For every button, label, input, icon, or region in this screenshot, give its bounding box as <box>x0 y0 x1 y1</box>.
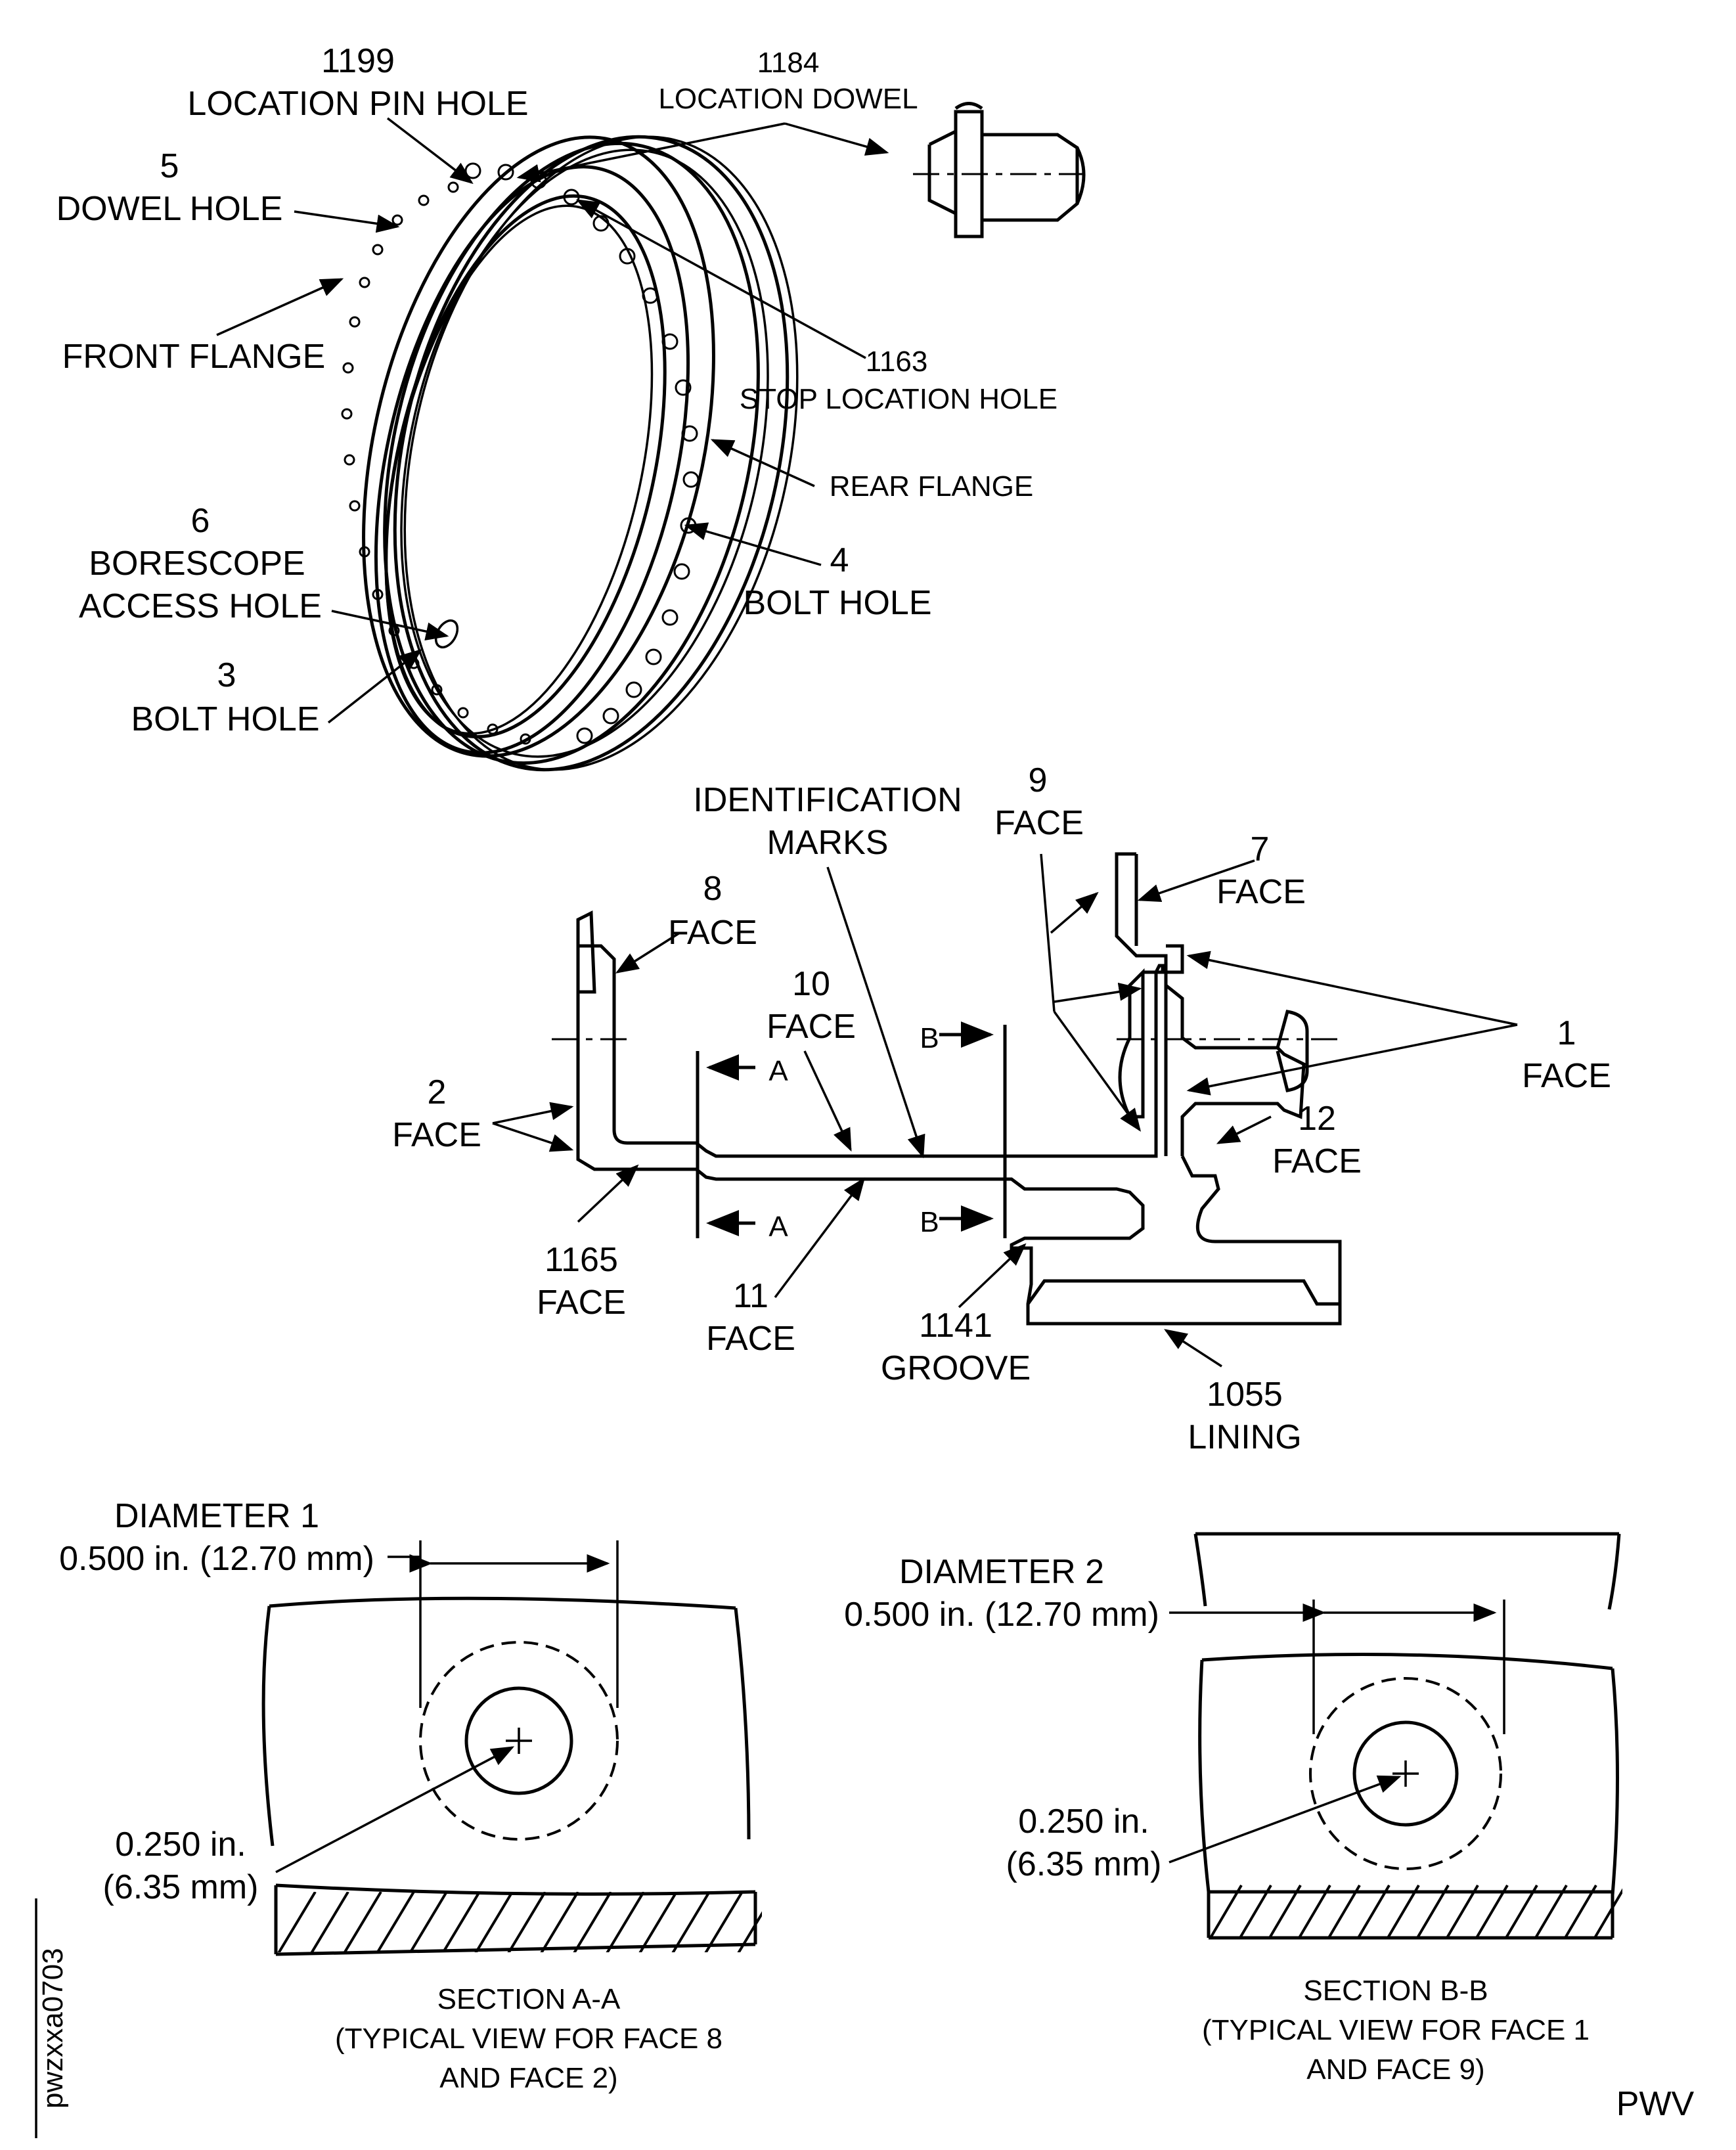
section-bb-subtitle2: AND FACE 9) <box>1306 2053 1484 2086</box>
callout-4-label: BOLT HOLE <box>743 584 931 622</box>
callout-9-number: 9 <box>1029 761 1048 799</box>
radius-a-line2: (6.35 mm) <box>103 1868 259 1906</box>
callout-1055-number: 1055 <box>1207 1376 1283 1414</box>
callout-1163-label: STOP LOCATION HOLE <box>740 383 1057 415</box>
callout-11-label: FACE <box>706 1320 795 1358</box>
profile-leaders <box>492 853 1518 1368</box>
diameter-1-label: DIAMETER 1 <box>114 1497 319 1535</box>
callout-6-number: 6 <box>191 502 210 540</box>
ring-leaders <box>216 117 889 724</box>
rear-flange-bolt-holes <box>464 162 700 744</box>
section-aa-title: SECTION A-A <box>437 1983 621 2015</box>
corner-mark: PWV <box>1616 2085 1695 2123</box>
callout-7-label: FACE <box>1216 873 1306 911</box>
callout-1163-number: 1163 <box>866 346 928 378</box>
diameter-2-label: DIAMETER 2 <box>899 1553 1104 1591</box>
callout-12-label: FACE <box>1272 1142 1362 1180</box>
callout-1165-label: FACE <box>537 1284 626 1322</box>
identification-marks-line2: MARKS <box>767 824 889 862</box>
section-b-b-drawing <box>1168 1532 1622 1940</box>
callout-12-number: 12 <box>1298 1100 1336 1138</box>
callout-10-number: 10 <box>792 965 830 1003</box>
ring-labels: 1199 LOCATION PIN HOLE 1184 LOCATION DOW… <box>56 42 1057 738</box>
callout-3-label: BOLT HOLE <box>131 700 319 738</box>
callout-8-number: 8 <box>703 870 723 908</box>
radius-b-line2: (6.35 mm) <box>1006 1845 1162 1883</box>
callout-6-label-line2: ACCESS HOLE <box>79 587 322 625</box>
flange-profile-drawing <box>552 852 1343 1326</box>
callout-2-label: FACE <box>392 1116 481 1154</box>
front-flange-label: FRONT FLANGE <box>62 338 326 376</box>
figure-id: pwzxxa0703 <box>37 1948 69 2109</box>
callout-1184-number: 1184 <box>757 47 820 79</box>
callout-10-label: FACE <box>767 1008 856 1046</box>
section-mark-a-upper: A <box>768 1055 788 1087</box>
section-aa-subtitle2: AND FACE 2) <box>439 2062 617 2094</box>
callout-8-label: FACE <box>668 914 757 952</box>
callout-1-number: 1 <box>1557 1014 1576 1052</box>
callout-4-number: 4 <box>830 541 849 579</box>
radius-a-line1: 0.250 in. <box>115 1825 246 1864</box>
location-dowel-drawing <box>913 102 1090 238</box>
callout-6-label-line1: BORESCOPE <box>89 545 305 583</box>
callout-1199-label: LOCATION PIN HOLE <box>187 85 528 123</box>
section-aa-subtitle: (TYPICAL VIEW FOR FACE 8 <box>335 2023 723 2055</box>
section-bb-title: SECTION B-B <box>1303 1975 1488 2007</box>
diameter-2-value: 0.500 in. (12.70 mm) <box>844 1596 1159 1634</box>
section-a-a-drawing <box>261 1540 762 1956</box>
section-mark-a-lower: A <box>768 1211 788 1243</box>
diameter-1-value: 0.500 in. (12.70 mm) <box>59 1540 374 1578</box>
callout-5-label: DOWEL HOLE <box>56 190 283 228</box>
radius-b-line1: 0.250 in. <box>1018 1803 1149 1841</box>
section-bb-subtitle: (TYPICAL VIEW FOR FACE 1 <box>1202 2014 1590 2046</box>
callout-1199-number: 1199 <box>321 42 395 80</box>
section-mark-b-lower: B <box>920 1206 939 1238</box>
case-ring-drawing <box>341 135 799 772</box>
callout-1141-label: GROOVE <box>881 1349 1031 1387</box>
rear-flange-label: REAR FLANGE <box>830 470 1034 503</box>
callout-1141-number: 1141 <box>919 1307 992 1345</box>
section-aa-labels: DIAMETER 1 0.500 in. (12.70 mm) 0.250 in… <box>59 1497 723 2094</box>
callout-1184-label: LOCATION DOWEL <box>658 83 918 115</box>
callout-11-number: 11 <box>733 1277 768 1315</box>
callout-3-number: 3 <box>217 656 236 694</box>
section-cut-markers <box>696 1021 1007 1238</box>
callout-5-number: 5 <box>160 147 179 185</box>
section-bb-labels: DIAMETER 2 0.500 in. (12.70 mm) 0.250 in… <box>844 1553 1590 2086</box>
section-mark-b-upper: B <box>920 1022 939 1054</box>
callout-2-number: 2 <box>428 1073 447 1111</box>
callout-1165-number: 1165 <box>545 1241 618 1279</box>
callout-1055-label: LINING <box>1188 1418 1301 1456</box>
identification-marks-line1: IDENTIFICATION <box>693 781 962 819</box>
profile-labels: IDENTIFICATION MARKS 9 FACE 7 FACE 8 FAC… <box>392 761 1611 1456</box>
callout-7-number: 7 <box>1251 830 1270 868</box>
callout-1-label: FACE <box>1522 1057 1611 1095</box>
callout-9-label: FACE <box>994 804 1084 842</box>
